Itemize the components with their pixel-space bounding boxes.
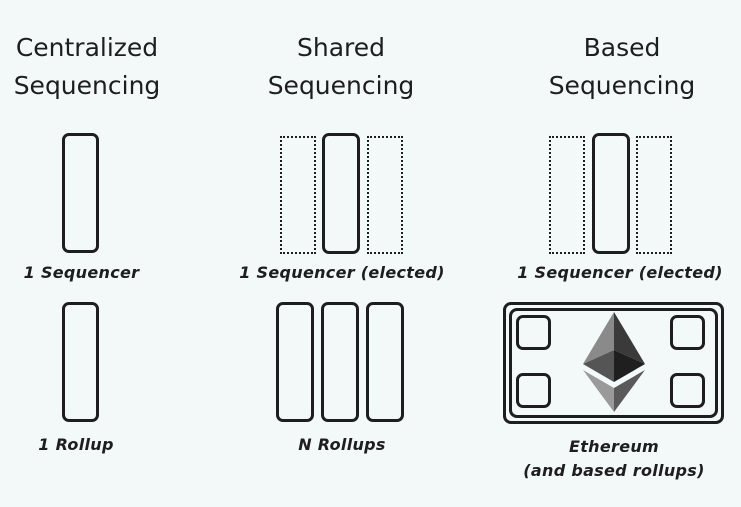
shared-rollup-box-2 xyxy=(321,302,359,422)
based-rollup-square-bottom-left xyxy=(516,373,551,408)
based-candidate-sequencer-left xyxy=(549,136,585,254)
based-title: Based Sequencing xyxy=(502,29,741,105)
shared-rollup-box-1 xyxy=(276,302,314,422)
shared-rollup-label: N Rollups xyxy=(298,435,386,454)
ethereum-outer-frame xyxy=(503,302,724,424)
shared-title-line1: Shared xyxy=(296,33,385,62)
centralized-sequencer-label: 1 Sequencer xyxy=(23,263,140,282)
based-rollup-label-line2: (and based rollups) xyxy=(523,461,705,480)
based-title-line1: Based xyxy=(583,33,661,62)
centralized-title-line2: Sequencing xyxy=(13,71,161,100)
shared-rollup-box-3 xyxy=(366,302,404,422)
centralized-title: Centralized Sequencing xyxy=(0,29,207,105)
shared-candidate-sequencer-left xyxy=(280,136,316,254)
based-sequencer-box xyxy=(592,133,630,254)
shared-title-line2: Sequencing xyxy=(267,71,415,100)
centralized-rollup-label: 1 Rollup xyxy=(38,435,114,454)
based-rollup-square-top-left xyxy=(516,315,551,350)
shared-title: Shared Sequencing xyxy=(221,29,461,105)
centralized-rollup-box xyxy=(62,302,99,422)
centralized-title-line1: Centralized xyxy=(15,33,159,62)
shared-candidate-sequencer-right xyxy=(367,136,403,254)
based-rollup-label-line1: Ethereum xyxy=(568,437,660,456)
ethereum-inner-frame xyxy=(509,308,718,418)
based-rollup-square-top-right xyxy=(670,315,705,350)
based-candidate-sequencer-right xyxy=(636,136,672,254)
based-rollup-label: Ethereum (and based rollups) xyxy=(505,437,723,480)
centralized-sequencer-box xyxy=(62,133,99,253)
based-title-line2: Sequencing xyxy=(548,71,696,100)
ethereum-logo-icon xyxy=(583,312,645,412)
shared-sequencer-box xyxy=(322,133,360,254)
shared-sequencer-label: 1 Sequencer (elected) xyxy=(239,263,445,282)
based-rollup-square-bottom-right xyxy=(670,373,705,408)
based-sequencer-label: 1 Sequencer (elected) xyxy=(517,263,723,282)
